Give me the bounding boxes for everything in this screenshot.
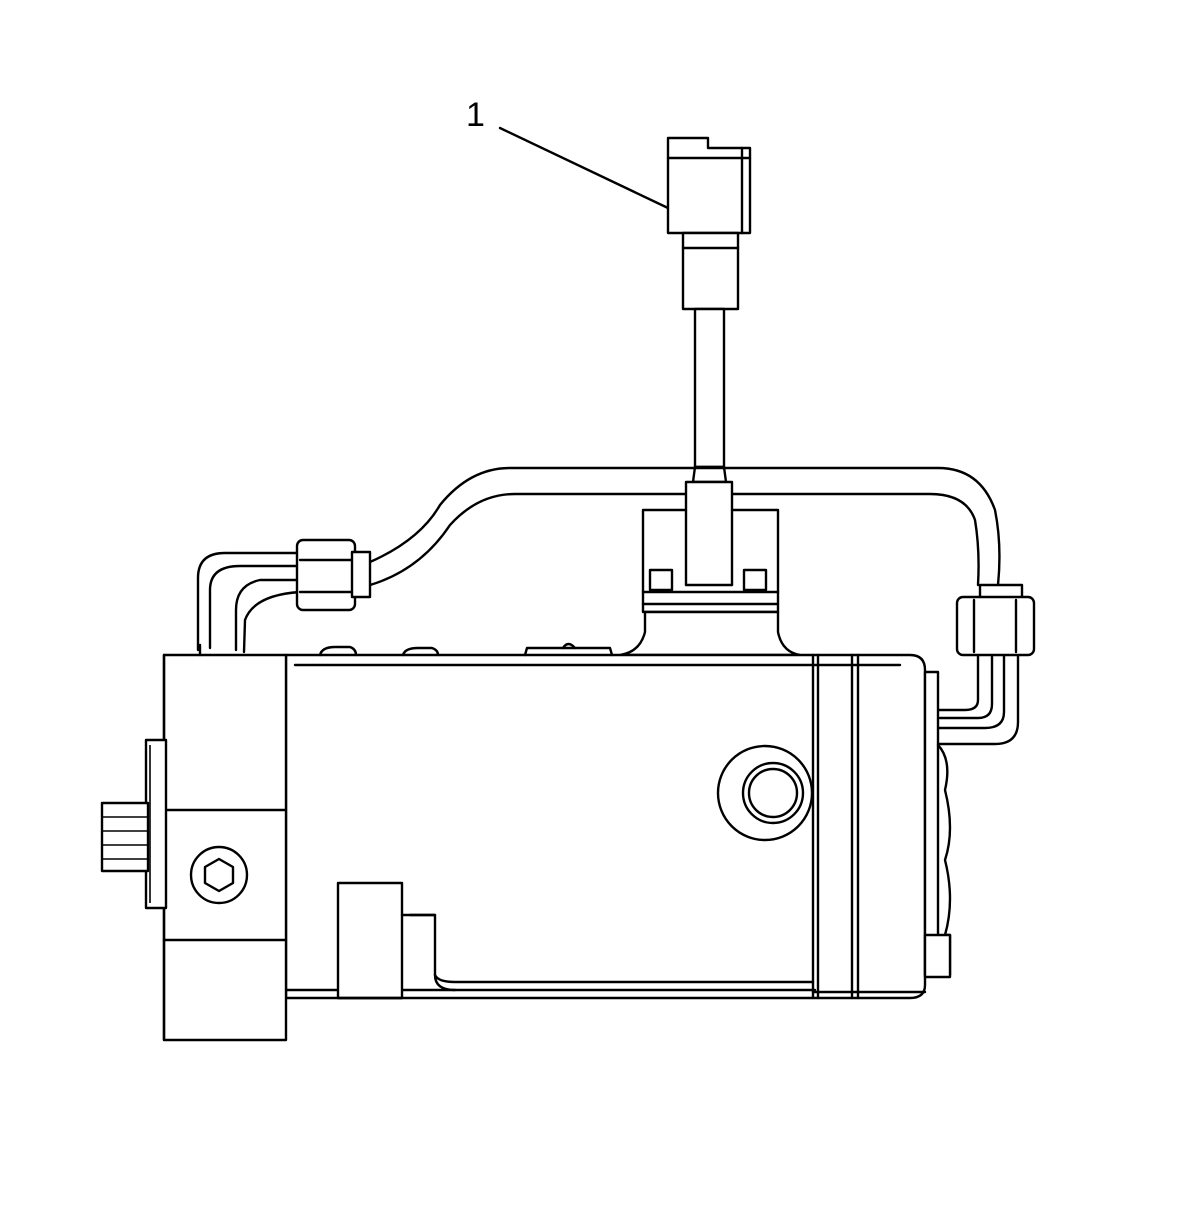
left-tube-nut (295, 538, 372, 612)
front-flange (100, 643, 288, 1042)
sensor-mount-block (618, 480, 802, 657)
sensor-connector (666, 136, 752, 484)
hydraulic-tube (196, 466, 1020, 746)
pump-body (284, 642, 927, 1000)
rear-cap (923, 670, 952, 979)
right-tube-nut (955, 583, 1036, 657)
callout-leader-line (498, 126, 670, 210)
callout-label-1: 1 (466, 96, 485, 134)
